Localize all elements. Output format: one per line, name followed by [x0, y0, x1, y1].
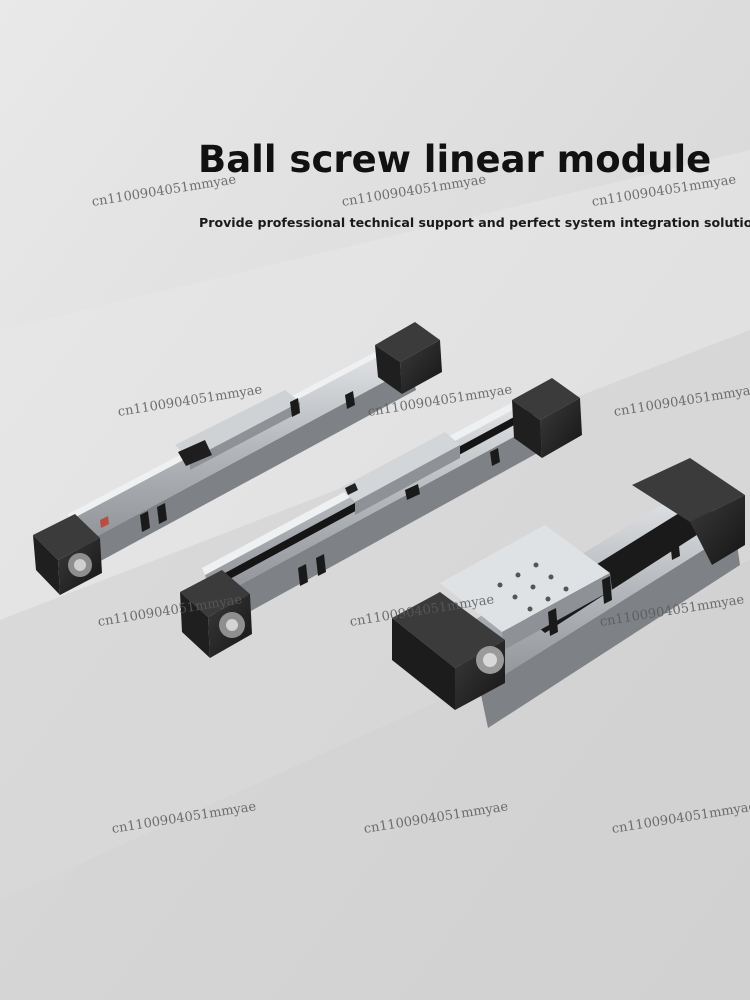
page-subtitle: Provide professional technical support a… — [199, 215, 750, 230]
page-title: Ball screw linear module — [198, 138, 712, 181]
motor-end-block-right — [392, 592, 505, 710]
carriage-block-left — [175, 390, 300, 470]
tail-end-block-middle — [512, 378, 582, 458]
tail-end-block-right — [632, 458, 745, 565]
linear-module-middle — [180, 378, 582, 658]
carriage-block-middle — [340, 432, 460, 515]
motor-end-block-middle — [180, 570, 252, 658]
linear-module-left — [33, 322, 442, 595]
carriage-plate-right — [440, 525, 612, 650]
motor-end-block-left — [33, 514, 102, 595]
tail-end-block-left — [375, 322, 442, 394]
linear-module-right — [392, 458, 745, 728]
